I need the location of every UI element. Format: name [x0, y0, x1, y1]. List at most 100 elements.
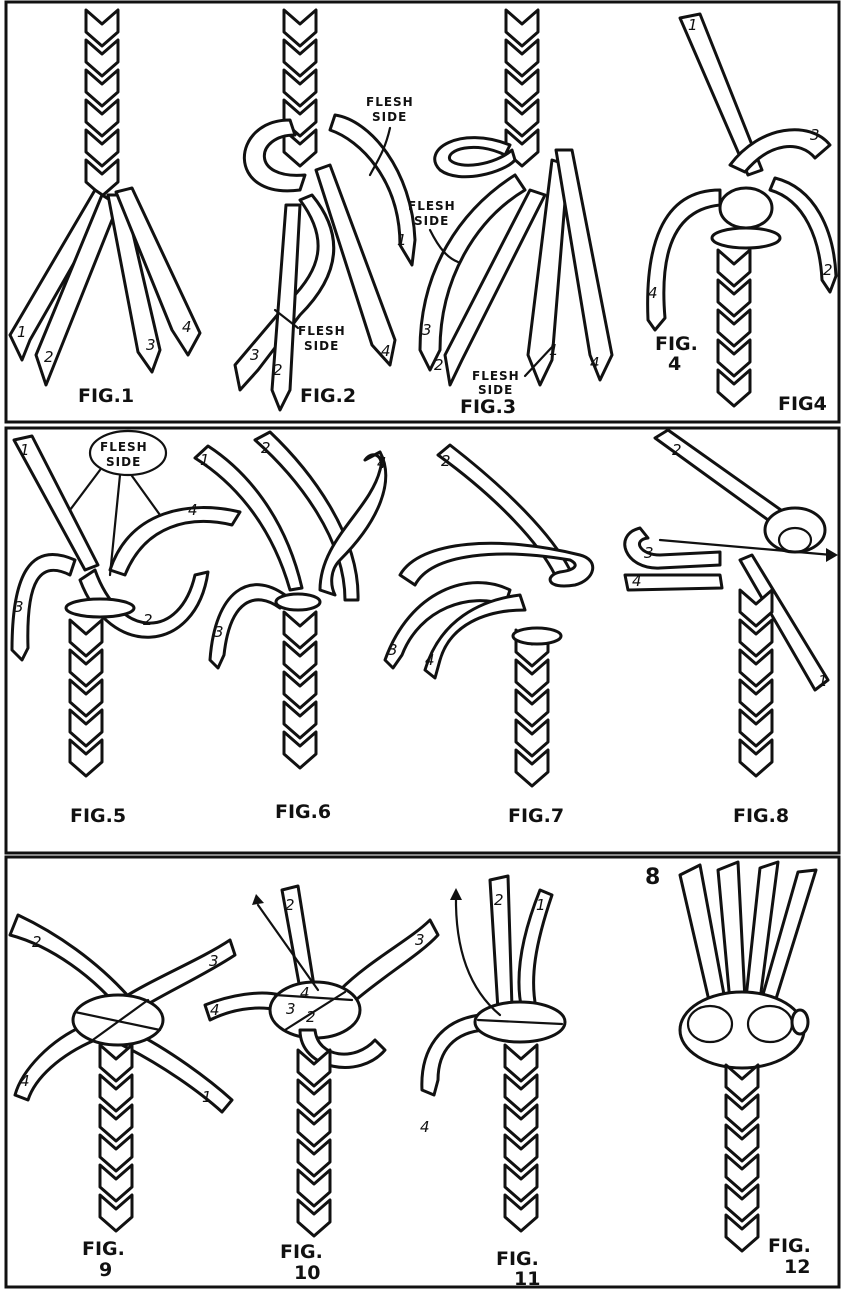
figure-caption: 12: [784, 1256, 810, 1278]
flesh-side-note: SIDE: [106, 455, 141, 469]
direction-arrow: [256, 903, 320, 992]
strand-label: 3: [422, 321, 432, 339]
strand-label: 4: [381, 342, 391, 360]
figure-1: 1 2 3 4 FIG.1: [8, 8, 202, 407]
strand-label: 3: [644, 544, 654, 562]
strand-label: 4: [590, 354, 600, 372]
figure-3: 3 2 1 4 FLESH SIDE FLESH SIDE FIG.3: [408, 8, 614, 418]
braid-column: [514, 628, 550, 788]
figure-caption: FIG.: [768, 1235, 811, 1257]
strand-3: [10, 553, 77, 662]
strand-label: 1: [202, 1088, 212, 1106]
figure-7: 2 3 4 FIG.7: [383, 443, 594, 827]
strand-label: 1: [200, 451, 210, 469]
braid-column: [716, 248, 752, 408]
strand-label: 3: [286, 1000, 296, 1018]
strand-label: 2: [441, 452, 451, 470]
strand-1: [120, 1028, 234, 1114]
strand-label: 3: [209, 952, 219, 970]
strand-label: 1: [397, 231, 407, 249]
pointer-arrow: [108, 473, 122, 577]
figure-caption: FIG.8: [733, 805, 789, 827]
figure-caption: FIG.: [496, 1248, 539, 1270]
strand-label: 4: [188, 501, 198, 519]
flesh-side-note: SIDE: [372, 110, 407, 124]
figure-2: 3 2 4 1 FLESH SIDE FLESH SIDE FIG.2: [233, 8, 417, 412]
figure-4: 1 3 4 2 FIG. 4 FIG4: [646, 12, 838, 415]
strand-label: 4: [632, 572, 642, 590]
strand-label: 4: [20, 1072, 30, 1090]
strand-1: [193, 444, 304, 592]
strand-label: 3: [146, 336, 156, 354]
strand-4: [13, 1023, 97, 1102]
panel-bottom-frame: [4, 855, 841, 1289]
figure-caption: FIG.2: [300, 385, 356, 407]
braid-column: [98, 1043, 134, 1233]
strand-2: [768, 176, 838, 294]
strand-label: 3: [214, 623, 224, 641]
strand-3: [338, 918, 440, 1007]
strand-1: [678, 12, 764, 177]
braid-column: [503, 1043, 539, 1233]
strand-label: 1: [17, 323, 27, 341]
figure-10: 2 3 4 4 3 2 FIG. 10: [203, 884, 440, 1284]
strand-label: 4: [377, 454, 387, 472]
pointer-arrow: [273, 308, 300, 330]
flesh-side-note: FLESH: [100, 440, 148, 454]
braid-column: [504, 8, 540, 168]
strand-1: [738, 553, 830, 692]
strand-3-loop: [623, 526, 722, 570]
binding-ring: [274, 592, 322, 612]
figure-caption: 10: [294, 1262, 320, 1284]
braid-column: [282, 8, 318, 168]
strand-3: [418, 173, 527, 372]
strand-2: [270, 203, 302, 412]
strand-label: 1: [536, 896, 546, 914]
flesh-side-note: FLESH: [408, 199, 456, 213]
knot-lobe: [686, 1004, 734, 1044]
strand-4: [108, 506, 242, 577]
strand-label: 2: [143, 611, 153, 629]
braid-column: [296, 1048, 332, 1238]
figure-6: 1 2 4 3 FIG.6: [193, 430, 388, 823]
strand-label: 3: [14, 598, 24, 616]
strand-label: 2: [434, 356, 444, 374]
knot-crossing: [273, 990, 354, 1032]
strand-4-loop: [398, 541, 594, 588]
figure-8: 2 3 4 1 FIG.8: [623, 428, 838, 827]
strand-4: [623, 573, 724, 592]
strand-4: [314, 163, 397, 367]
strand-4: [554, 148, 614, 382]
figure-caption: FIG.: [82, 1238, 125, 1260]
flesh-side-note: FLESH: [472, 369, 520, 383]
knot-body: [678, 990, 806, 1070]
strand-label: 2: [285, 896, 295, 914]
strand-4: [423, 593, 527, 680]
figure-caption: FIG.1: [78, 385, 134, 407]
strand-3: [233, 193, 336, 392]
flesh-side-note: FLESH: [366, 95, 414, 109]
flesh-side-note: SIDE: [304, 339, 339, 353]
figure-9: 2 3 4 1 FIG. 9: [8, 913, 237, 1281]
figure-caption: 4: [668, 353, 681, 375]
figure-caption: FIG.3: [460, 396, 516, 418]
strand-label: 4: [182, 318, 192, 336]
pointer-arrow: [368, 126, 392, 177]
figure-caption: FIG.: [655, 333, 698, 355]
strand-label: 1: [688, 16, 698, 34]
strand-label: 2: [32, 933, 42, 951]
strand-2: [78, 568, 210, 639]
knot-crossing: [73, 998, 162, 1044]
strand-loop: [433, 136, 517, 179]
strand-label: 1: [818, 672, 828, 690]
pointer-arrow: [68, 468, 102, 512]
arrowhead-icon: [450, 888, 462, 900]
figure-caption: FIG.5: [70, 805, 126, 827]
strand-3: [208, 583, 287, 670]
strand-4: [114, 186, 202, 357]
figure-5: 1 3 4 2 FLESH SIDE FIG.5: [10, 429, 242, 827]
strand-label: 2: [823, 261, 833, 279]
strand-3: [383, 581, 512, 670]
strand-label: 3: [810, 126, 820, 144]
